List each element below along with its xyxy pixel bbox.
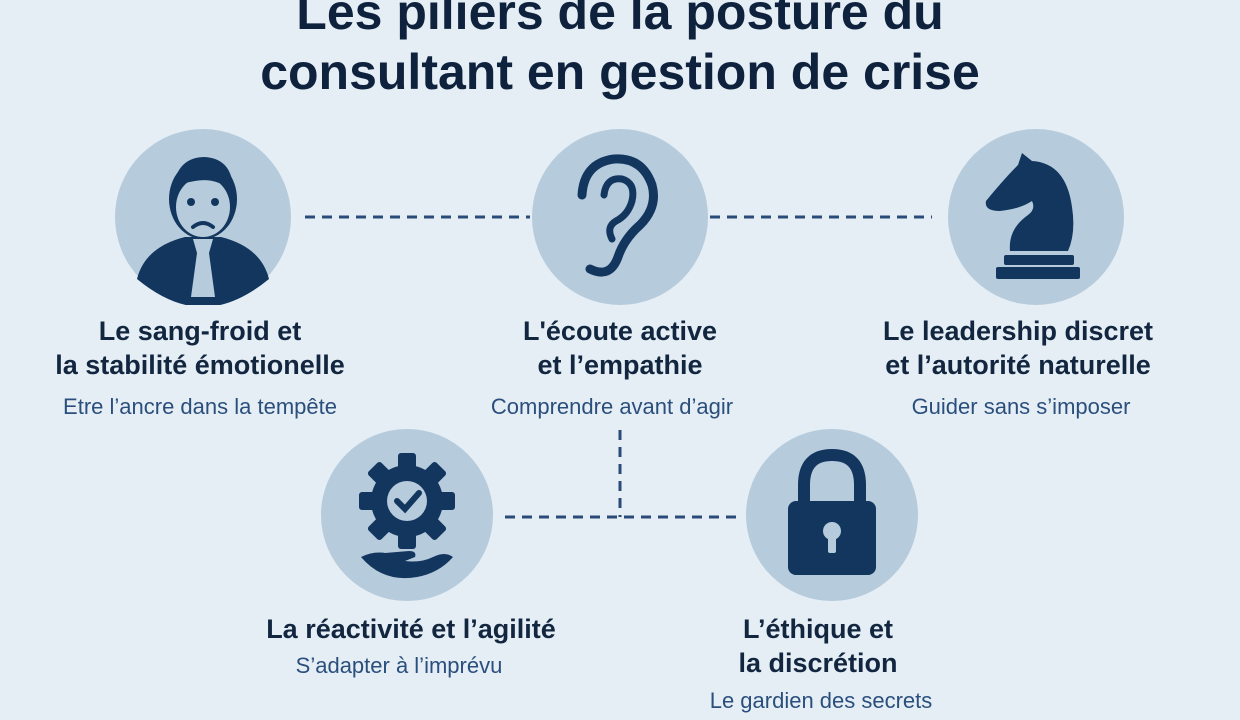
chess-knight-icon [985,153,1080,279]
pillar-5-circle [746,429,918,601]
pillar-5-title: L’éthique et la discrétion [618,612,1018,680]
pillar-2-title-line-2: et l’empathie [537,350,703,380]
pillar-3-subtitle: Guider sans s’imposer [911,394,1131,419]
pillar-1-circle [115,129,291,305]
pillar-4-title: La réactivité et l’agilité [211,612,611,646]
pillar-2-circle [532,129,708,305]
pillar-5-title-line-2: la discrétion [738,648,898,678]
pillar-2-title: L'écoute active et l’empathie [420,314,820,382]
worried-person-icon [137,157,269,305]
pillar-3-circle [948,129,1124,305]
pillar-2-subtitle: Comprendre avant d’agir [490,394,734,419]
title-line-1: Les piliers de la posture du [296,0,944,40]
ear-icon [577,154,658,277]
pillar-4-title-line-1: La réactivité et l’agilité [266,614,556,644]
pillar-5-subtitle: Le gardien des secrets [709,688,933,713]
pillar-5-title-line-1: L’éthique et [742,614,894,644]
title-line-2: consultant en gestion de crise [260,44,980,100]
pillar-3-title-line-1: Le leadership discret [882,316,1154,346]
pillar-2-title-line-1: L'écoute active [523,316,717,346]
padlock-icon [788,448,876,575]
pillar-3-title-line-2: et l’autorité naturelle [885,350,1151,380]
pillar-1-title: Le sang-froid et la stabilité émotionell… [0,314,400,382]
pillar-3-title: Le leadership discret et l’autorité natu… [818,314,1218,382]
pillar-1-title-line-1: Le sang-froid et [98,316,302,346]
pillar-1-subtitle: Etre l’ancre dans la tempête [63,394,337,419]
gear-check-hand-icon [359,453,455,579]
pillar-4-circle [321,429,493,601]
pillar-4-subtitle: S’adapter à l’imprévu [295,653,503,678]
page-title: Les piliers de la posture du consultant … [0,0,1240,102]
pillar-1-title-line-2: la stabilité émotionelle [55,350,345,380]
